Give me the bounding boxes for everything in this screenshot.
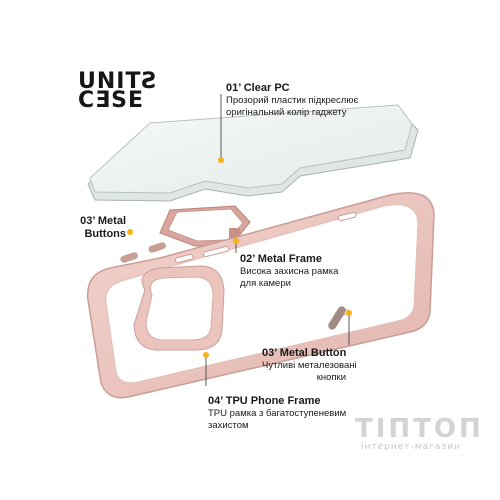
logo-line-1: UNITƧ: [78, 69, 159, 94]
callout-title: 01’ Clear PC: [226, 82, 290, 94]
watermark-subtitle: інтернет-магазин: [361, 442, 461, 452]
callout-title: 02’ Metal Frame: [240, 253, 322, 265]
watermark-name: ТІПТОП: [355, 414, 484, 444]
callout-desc-line-2: для камери: [240, 278, 291, 289]
callout-title-line-2: Buttons: [84, 228, 126, 240]
callout-tpu-phone-frame: 04’ TPU Phone Frame TPU рамка з багатост…: [208, 395, 346, 432]
unita-case-logo: UNITƧ CƎSE: [78, 69, 159, 113]
metal-button-right: [328, 306, 346, 330]
callout-desc-line-2: оригінальний колір гаджету: [226, 107, 347, 118]
callout-metal-frame: 02’ Metal Frame Висока захисна рамка для…: [240, 253, 338, 290]
callout-metal-buttons-left: 03’ Metal Buttons: [68, 215, 126, 241]
callout-title: 04’ TPU Phone Frame: [208, 395, 321, 407]
logo-line-2: CƎSE: [78, 88, 145, 113]
leader-lines: [205, 94, 350, 386]
callout-metal-button-right: 03’ Metal Button Чутливі металезовані кн…: [262, 347, 357, 384]
clear-pc-layer: [87, 104, 419, 202]
callout-title-line-1: 03’ Metal: [80, 215, 126, 227]
metal-buttons-left: [120, 242, 166, 263]
callout-desc-line-1: Прозорий пластик підкреслює: [226, 95, 359, 106]
callout-desc-line-1: Висока захисна рамка: [240, 266, 339, 277]
callout-desc-line-1: Чутливі металезовані: [262, 360, 357, 371]
accent-dots: [127, 157, 352, 358]
callout-clear-pc: 01’ Clear PC Прозорий пластик підкреслює…: [226, 82, 358, 119]
store-watermark: ТІПТОП інтернет-магазин: [355, 414, 484, 452]
callout-desc-line-2: захистом: [208, 420, 249, 431]
callout-desc-line-1: TPU рамка з багатоступеневим: [208, 408, 347, 419]
callout-desc-line-2: кнопки: [316, 372, 346, 383]
tpu-phone-frame: [86, 192, 435, 399]
callout-title: 03’ Metal Button: [262, 347, 347, 359]
